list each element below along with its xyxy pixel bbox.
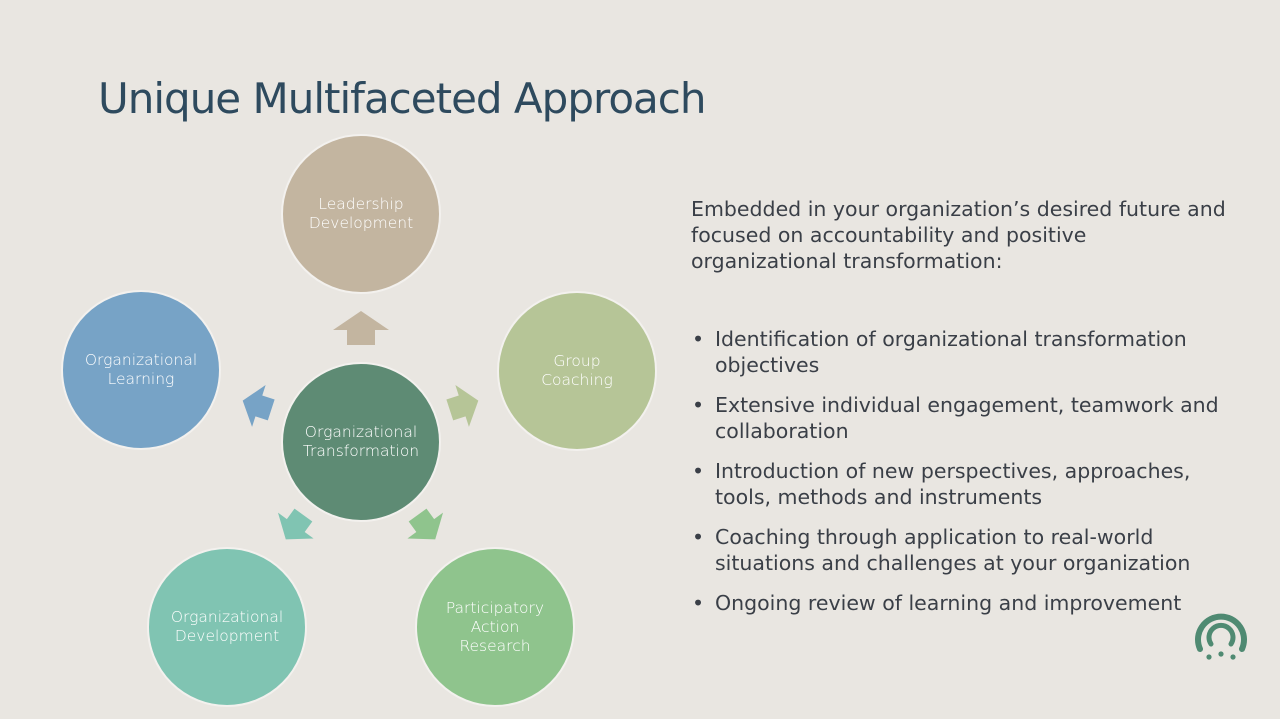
- bullet-item: • Extensive individual engagement, teamw…: [691, 392, 1235, 444]
- center-node-organizational-transformation: Organizational Transformation: [281, 362, 441, 522]
- bullet-text: Extensive individual engagement, teamwor…: [715, 393, 1219, 443]
- bullet-icon: •: [692, 525, 705, 549]
- bullet-list: • Identification of organizational trans…: [691, 326, 1251, 616]
- bullet-text: Ongoing review of learning and improveme…: [715, 591, 1182, 615]
- node-leadership-development: Leadership Development: [281, 134, 441, 294]
- bullet-item: • Identification of organizational trans…: [691, 326, 1235, 378]
- bullet-text: Coaching through application to real-wor…: [715, 525, 1191, 575]
- node-label: Group Coaching: [541, 352, 613, 389]
- node-label: Organizational Development: [170, 608, 284, 645]
- node-organizational-development: Organizational Development: [147, 547, 307, 707]
- center-node-label: Organizational Transformation: [302, 423, 420, 460]
- bullet-icon: •: [692, 327, 705, 351]
- bullet-item: • Introduction of new perspectives, appr…: [691, 458, 1235, 510]
- bullet-item: • Ongoing review of learning and improve…: [691, 590, 1235, 616]
- bullet-item: • Coaching through application to real-w…: [691, 524, 1235, 576]
- signal-arc-logo-icon: [1195, 613, 1247, 660]
- arrow-icon-left: [242, 385, 275, 427]
- arrow-icon-right: [446, 385, 479, 427]
- node-participatory-action-research: Participatory Action Research: [415, 547, 575, 707]
- node-label: Participatory Action Research: [445, 598, 545, 655]
- node-label: Leadership Development: [308, 195, 414, 232]
- node-organizational-learning: Organizational Learning: [61, 290, 221, 450]
- bullet-text: Introduction of new perspectives, approa…: [715, 459, 1191, 509]
- bullet-text: Identification of organizational transfo…: [715, 327, 1187, 377]
- arrow-icon-down-left: [277, 508, 314, 540]
- text-panel: Embedded in your organization’s desired …: [691, 196, 1251, 630]
- diagram-arrows: [242, 311, 479, 540]
- arrow-icon-up: [333, 311, 389, 345]
- node-label: Organizational Learning: [84, 351, 198, 388]
- intro-paragraph: Embedded in your organization’s desired …: [691, 197, 1226, 273]
- radial-cycle-diagram: Organizational Transformation Leadership…: [61, 134, 657, 707]
- arrow-icon-down-right: [407, 508, 444, 540]
- node-group-coaching: Group Coaching: [497, 291, 657, 451]
- bullet-icon: •: [692, 393, 705, 417]
- slide-title: Unique Multifaceted Approach: [98, 74, 706, 123]
- bullet-icon: •: [692, 459, 705, 483]
- bullet-icon: •: [692, 591, 705, 615]
